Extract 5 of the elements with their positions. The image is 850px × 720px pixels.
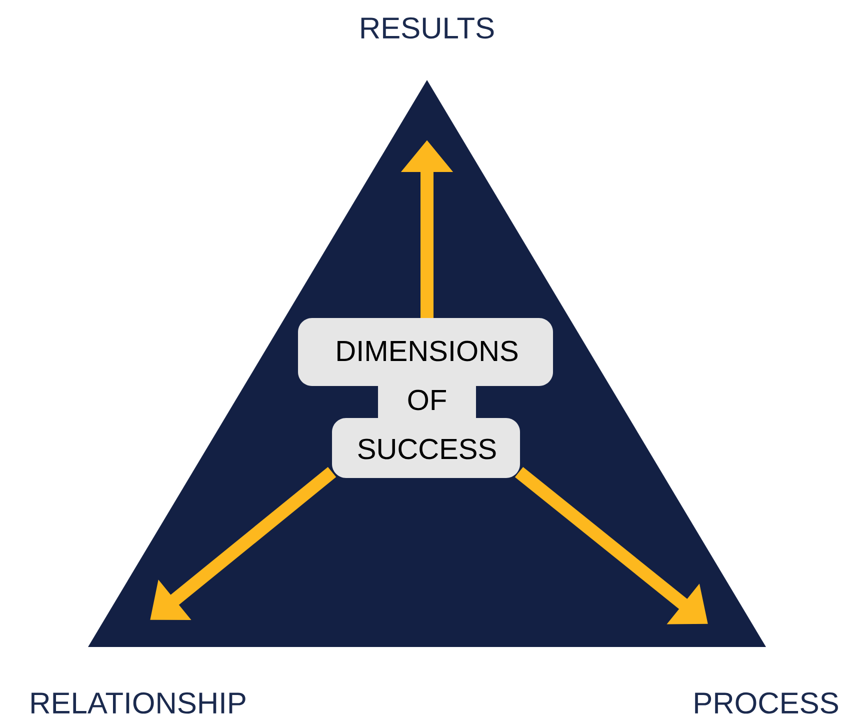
corner-label: RELATIONSHIP <box>32 692 246 714</box>
node-label: OF SUCCESS <box>358 390 496 460</box>
corner-label: PROCESS <box>695 692 838 714</box>
label-box: DIMENSIONS OF SUCCESS <box>298 318 553 478</box>
corner-label: RESULTS <box>361 17 494 39</box>
